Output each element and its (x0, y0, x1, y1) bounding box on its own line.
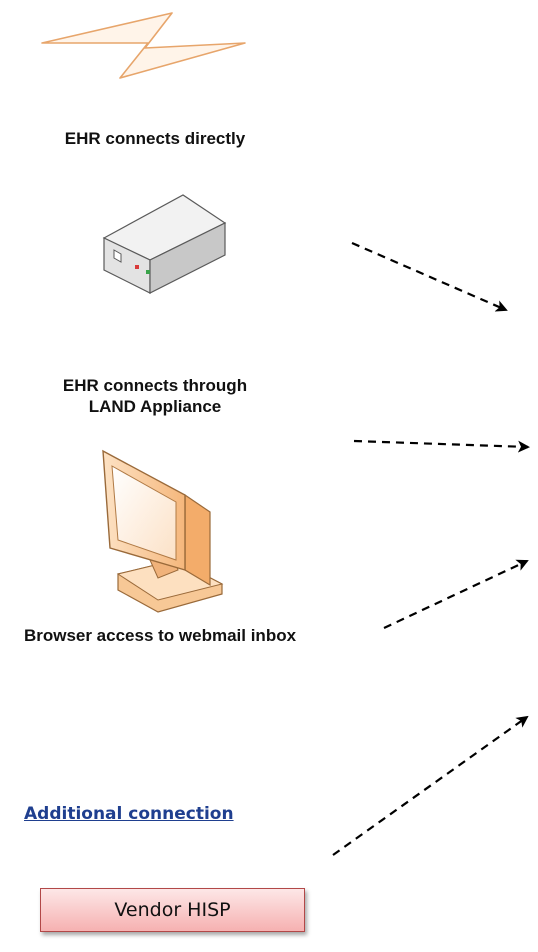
label-direct: EHR connects directly (64, 129, 246, 148)
additional-connection-link[interactable]: Additional connection (24, 804, 234, 824)
arrow-appliance (353, 439, 530, 453)
label-appliance: EHR connects through LAND Appliance (62, 376, 248, 416)
vendor-hisp-box: Vendor HISP (40, 888, 305, 932)
arrow-direct (351, 241, 508, 312)
arrow-webmail (383, 559, 529, 629)
network-appliance-icon (102, 194, 227, 294)
lightning-bolt-icon (41, 12, 246, 79)
arrow-additional (332, 715, 529, 856)
label-webmail: Browser access to webmail inbox (23, 626, 297, 645)
vendor-hisp-label: Vendor HISP (114, 899, 231, 921)
monitor-icon (102, 449, 224, 613)
